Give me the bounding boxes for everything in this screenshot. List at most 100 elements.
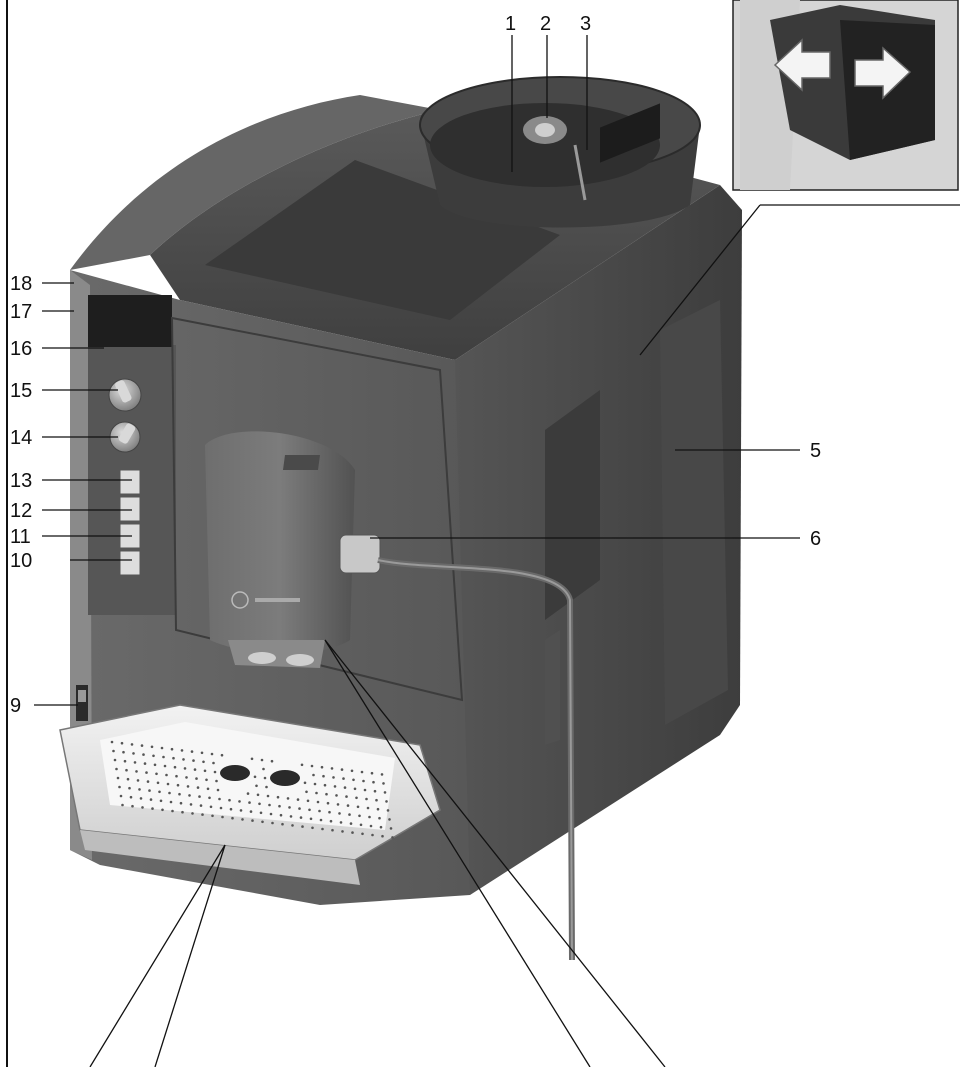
tray-hole	[163, 764, 167, 768]
tray-hole	[200, 751, 204, 755]
knob-strength[interactable]	[108, 378, 142, 412]
tray-hole	[385, 800, 388, 803]
button-10[interactable]	[119, 550, 141, 576]
tray-hole	[162, 755, 165, 759]
tray-hole	[209, 805, 213, 809]
button-12[interactable]	[119, 496, 141, 522]
tray-hole	[310, 764, 314, 768]
pointer-line	[324, 639, 591, 1067]
tray-hole	[231, 816, 234, 820]
tray-hole	[315, 791, 318, 795]
tray-hole	[340, 768, 344, 771]
tray-hole	[135, 770, 138, 773]
tray-hole	[190, 750, 194, 753]
tray-hole	[311, 826, 314, 830]
tray-hole	[341, 830, 344, 833]
tray-hole	[262, 767, 265, 771]
tray-hole	[228, 798, 231, 802]
tray-hole	[248, 801, 251, 804]
tray-hole	[132, 752, 135, 755]
tray-hole	[359, 823, 363, 827]
tray-hole	[380, 773, 384, 776]
tray-hole	[333, 785, 337, 788]
tray-hole	[389, 827, 393, 830]
tray-hole	[296, 798, 300, 801]
tray-hole	[202, 760, 205, 764]
tray-hole	[381, 834, 384, 838]
machine-top-handle	[70, 95, 440, 270]
tray-hole	[270, 759, 274, 763]
tray-hole	[291, 824, 294, 827]
tray-hole	[171, 809, 174, 813]
tray-hole	[150, 745, 154, 749]
callout-18: 18	[10, 273, 32, 295]
tray-hole	[323, 783, 327, 787]
tray-hole	[211, 814, 214, 818]
tray-hole	[161, 808, 164, 812]
tray-hole	[238, 800, 241, 803]
knob-selector[interactable]	[109, 421, 141, 453]
tray-hole	[168, 791, 171, 795]
tray-hole	[363, 788, 367, 792]
tray-hole	[173, 765, 177, 769]
tray-hole	[203, 769, 207, 773]
tray-hole	[329, 819, 333, 823]
tray-hole	[121, 803, 124, 807]
tray-hole	[376, 807, 380, 811]
tray-hole	[140, 744, 144, 747]
callout-10: 10	[10, 550, 32, 572]
tray-hole	[279, 813, 283, 817]
tray-hole	[286, 797, 290, 800]
tray-hole	[110, 740, 114, 744]
tray-hole	[216, 788, 220, 792]
tray-hole	[112, 749, 115, 753]
tray-hole	[368, 815, 371, 819]
tray-hole	[160, 746, 164, 750]
tray-hole	[258, 802, 261, 806]
tray-hole	[246, 792, 250, 795]
tray-hole	[371, 833, 374, 837]
tray-hole	[176, 783, 180, 787]
callout-13: 13	[10, 470, 32, 492]
tray-hole	[178, 792, 181, 796]
tray-hole	[383, 791, 387, 794]
tray-hole	[350, 769, 354, 773]
button-13[interactable]	[119, 469, 141, 495]
tray-hole	[353, 787, 357, 791]
tray-hole	[261, 820, 264, 824]
power-switch[interactable]	[76, 685, 88, 721]
tray-hole	[239, 809, 243, 812]
tray-hole	[281, 822, 284, 826]
tray-hole	[186, 785, 190, 788]
tray-hole	[138, 788, 141, 791]
callout-9: 9	[10, 695, 21, 717]
tray-hole	[195, 777, 198, 780]
tray-hole	[330, 767, 334, 770]
tray-hole	[386, 809, 390, 812]
tray-hole	[319, 818, 323, 822]
tray-hole	[265, 785, 268, 789]
milk-frother	[339, 534, 575, 961]
tray-hole	[126, 777, 130, 781]
callout-12: 12	[10, 500, 32, 522]
top-panel-recess	[205, 160, 560, 320]
tray-hole	[278, 804, 281, 808]
tray-hole	[166, 782, 170, 786]
tray-hole	[362, 779, 365, 783]
tray-hole	[143, 762, 147, 765]
arrow-left-icon	[773, 38, 831, 92]
tray-hole	[125, 768, 128, 772]
tray-hole	[133, 761, 137, 764]
bean-container	[419, 76, 701, 228]
water-tank-handle[interactable]	[600, 103, 660, 163]
tray-hole	[268, 803, 271, 807]
tray-hole	[366, 806, 370, 810]
callout-5: 5	[810, 440, 821, 462]
tray-hole	[351, 831, 354, 834]
tray-hole	[189, 803, 193, 806]
tray-hole	[372, 780, 375, 784]
tray-hole	[288, 806, 291, 809]
callout-11: 11	[10, 526, 31, 548]
tray-hole	[305, 790, 308, 794]
tray-hole	[321, 827, 324, 831]
